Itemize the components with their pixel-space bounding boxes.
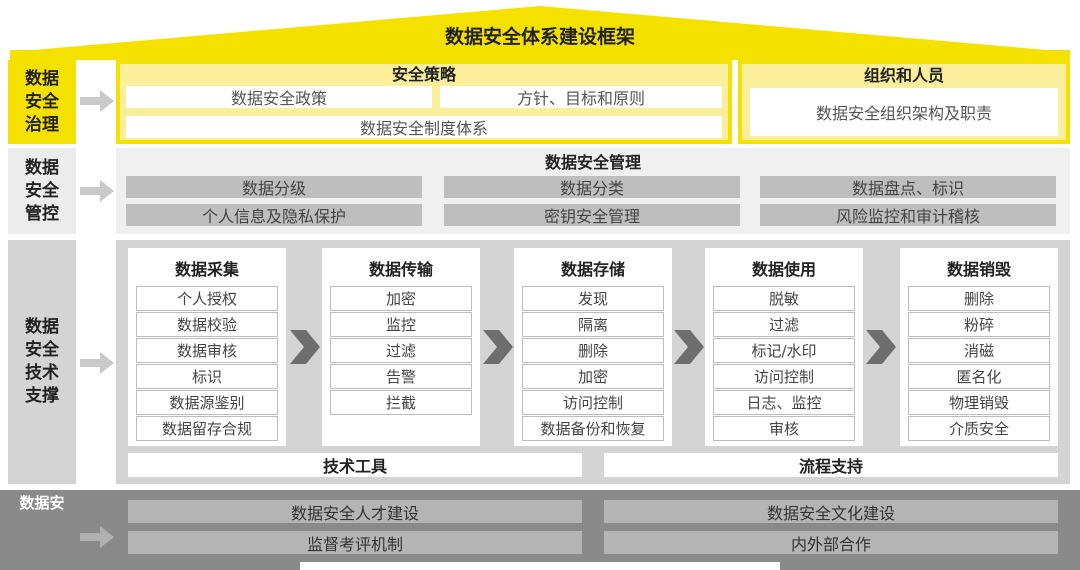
stage-item: 粉碎 [908,312,1050,337]
row-label-technical: 数据 安全 技术 支撑 [8,240,76,484]
stage-item: 数据源鉴别 [136,390,278,415]
stage-column-collection: 数据采集 个人授权 数据校验 数据审核 标识 数据源鉴别 数据留存合规 [128,248,286,446]
right-arrow-icon [80,352,114,374]
process-support-bar: 流程支持 [604,453,1058,477]
stage-column-storage: 数据存储 发现 隔离 删除 加密 访问控制 数据备份和恢复 [514,248,672,446]
base-strip [300,562,780,570]
stage-item: 日志、监控 [713,390,855,415]
stage-item: 加密 [330,286,472,311]
stage-item: 介质安全 [908,416,1050,441]
stage-item: 隔离 [522,312,664,337]
operations-item: 数据安全文化建设 [604,500,1058,523]
right-arrow-icon [80,90,114,112]
management-item: 数据分级 [126,176,422,198]
stage-item: 消磁 [908,338,1050,363]
stage-item: 拦截 [330,390,472,415]
stage-column-destruction: 数据销毁 删除 粉碎 消磁 匿名化 物理销毁 介质安全 [900,248,1058,446]
management-item: 个人信息及隐私保护 [126,204,422,226]
stage-column-transmission: 数据传输 加密 监控 过滤 告警 拦截 [322,248,480,446]
stage-item: 访问控制 [713,364,855,389]
operations-item: 数据安全人才建设 [128,500,582,523]
stage-item: 脱敏 [713,286,855,311]
stage-item: 审核 [713,416,855,441]
stage-item: 物理销毁 [908,390,1050,415]
stage-item: 删除 [908,286,1050,311]
chevron-right-icon [866,330,896,364]
management-item: 数据盘点、标识 [760,176,1056,198]
stage-column-usage: 数据使用 脱敏 过滤 标记/水印 访问控制 日志、监控 审核 [705,248,863,446]
stage-item: 匿名化 [908,364,1050,389]
stage-item: 监控 [330,312,472,337]
stage-item: 过滤 [713,312,855,337]
stage-item: 删除 [522,338,664,363]
stage-title: 数据使用 [751,260,816,279]
chevron-right-icon [290,330,320,364]
operations-item: 内外部合作 [604,531,1058,554]
stage-item: 标记/水印 [713,338,855,363]
stage-item: 个人授权 [136,286,278,311]
row-label-operations: 数据安 [19,493,65,512]
operations-item: 监督考评机制 [128,531,582,554]
stage-title: 数据销毁 [946,260,1011,279]
chevron-right-icon [483,330,513,364]
stage-item: 告警 [330,364,472,389]
framework-title: 数据安全体系建设框架 [444,26,635,48]
stage-item: 发现 [522,286,664,311]
stage-title: 数据采集 [174,260,239,279]
strategy-item: 数据安全制度体系 [126,116,722,138]
management-item: 数据分类 [444,176,740,198]
stage-item: 数据留存合规 [136,416,278,441]
strategy-item: 数据安全政策 [126,86,432,108]
stage-item: 标识 [136,364,278,389]
right-arrow-icon [80,180,114,202]
management-item: 密钥安全管理 [444,204,740,226]
stage-item: 访问控制 [522,390,664,415]
stage-item: 加密 [522,364,664,389]
chevron-right-icon [674,330,704,364]
roof [10,6,1070,60]
org-people-title: 组织和人员 [863,66,944,85]
stage-item: 数据备份和恢复 [522,416,664,441]
stage-item: 数据审核 [136,338,278,363]
security-strategy-title: 安全策略 [391,65,456,84]
stage-item: 数据校验 [136,312,278,337]
row-label-management: 数据 安全 管控 [8,148,76,234]
strategy-item: 方针、目标和原则 [440,86,722,108]
right-arrow-icon [80,526,114,548]
stage-item: 过滤 [330,338,472,363]
org-people-item: 数据安全组织架构及职责 [750,88,1058,136]
security-management-title: 数据安全管理 [544,153,641,172]
row-label-governance: 数据 安全 治理 [8,60,76,144]
technical-tools-bar: 技术工具 [128,453,582,477]
stage-title: 数据传输 [368,260,433,279]
management-item: 风险监控和审计稽核 [760,204,1056,226]
stage-title: 数据存储 [560,260,625,279]
